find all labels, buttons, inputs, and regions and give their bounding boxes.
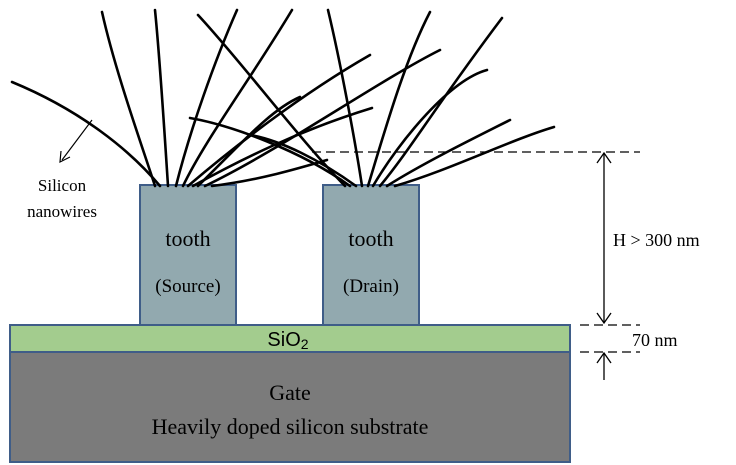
oxide-layer xyxy=(9,324,571,353)
nanowire xyxy=(174,8,239,188)
nanowire xyxy=(378,16,504,188)
gate-substrate xyxy=(9,351,571,463)
nanowires-label-line2: nanowires xyxy=(27,202,97,221)
source-tooth xyxy=(139,184,237,326)
height-arrow-bottom xyxy=(596,312,612,325)
nanowires xyxy=(10,8,556,188)
oxide-dimension-label: 70 nm xyxy=(632,330,678,350)
nanowire xyxy=(10,80,162,188)
drain-label: (Drain) xyxy=(343,276,399,297)
oxide-subscript: 2 xyxy=(301,336,309,352)
nanowire xyxy=(393,125,556,188)
gate-label: Gate xyxy=(269,380,311,405)
nanowire xyxy=(248,133,358,188)
nanowires-pointer-arrow xyxy=(59,119,93,164)
height-dimension-label: H > 300 nm xyxy=(613,230,700,250)
source-tooth-label: tooth xyxy=(165,226,210,251)
nanowire xyxy=(191,106,374,188)
drain-tooth xyxy=(322,184,420,326)
drain-tooth-label: tooth xyxy=(348,226,393,251)
nanowire xyxy=(371,68,489,188)
nanowire xyxy=(186,53,372,188)
nanowire xyxy=(188,116,352,188)
nanowire xyxy=(366,10,432,188)
nanowire xyxy=(153,8,170,188)
height-arrow-top xyxy=(596,151,612,164)
nanowire xyxy=(100,10,157,188)
nanowire xyxy=(203,48,442,188)
nanowire xyxy=(196,95,302,188)
oxide-arrow-up xyxy=(596,351,612,364)
nanowires-label-line1: Silicon xyxy=(38,176,87,195)
source-label: (Source) xyxy=(155,276,220,297)
gate-substrate-label: Heavily doped silicon substrate xyxy=(152,414,429,439)
oxide-label: SiO2 xyxy=(267,329,308,352)
nanowire xyxy=(326,8,364,188)
nanowire xyxy=(181,8,294,188)
